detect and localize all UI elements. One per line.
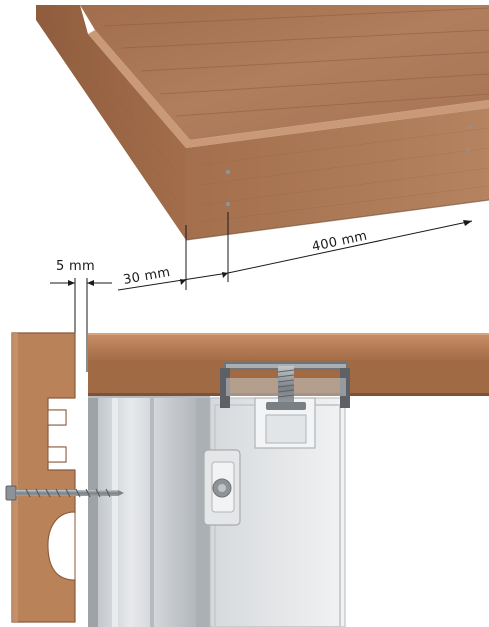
deck-top-surface bbox=[80, 5, 489, 140]
dim-400-mm-label: 400 mm bbox=[311, 229, 369, 255]
screw-head bbox=[225, 201, 231, 207]
cross-section bbox=[5, 332, 489, 627]
hidden-clip bbox=[220, 362, 350, 410]
dimension-line-400 bbox=[227, 220, 473, 274]
aluminium-joist bbox=[88, 396, 210, 627]
dim-30-mm-label: 30 mm bbox=[122, 265, 171, 288]
board-seams bbox=[103, 7, 489, 117]
fascia-screw bbox=[5, 485, 124, 501]
wood-grain bbox=[49, 17, 489, 223]
dim-5-mm-label: 5 mm bbox=[56, 259, 95, 274]
screw-head bbox=[468, 125, 472, 129]
dimension-line-30 bbox=[117, 272, 229, 291]
deck-top-edge-bevel bbox=[88, 30, 489, 148]
dimension-30-400 bbox=[117, 212, 473, 291]
deck-board-section bbox=[88, 333, 489, 363]
screw-head bbox=[225, 169, 231, 175]
deck-side-face bbox=[36, 5, 186, 240]
deck-front-face bbox=[186, 108, 489, 240]
deck-3d-view bbox=[36, 5, 489, 241]
screw-head bbox=[466, 148, 470, 152]
